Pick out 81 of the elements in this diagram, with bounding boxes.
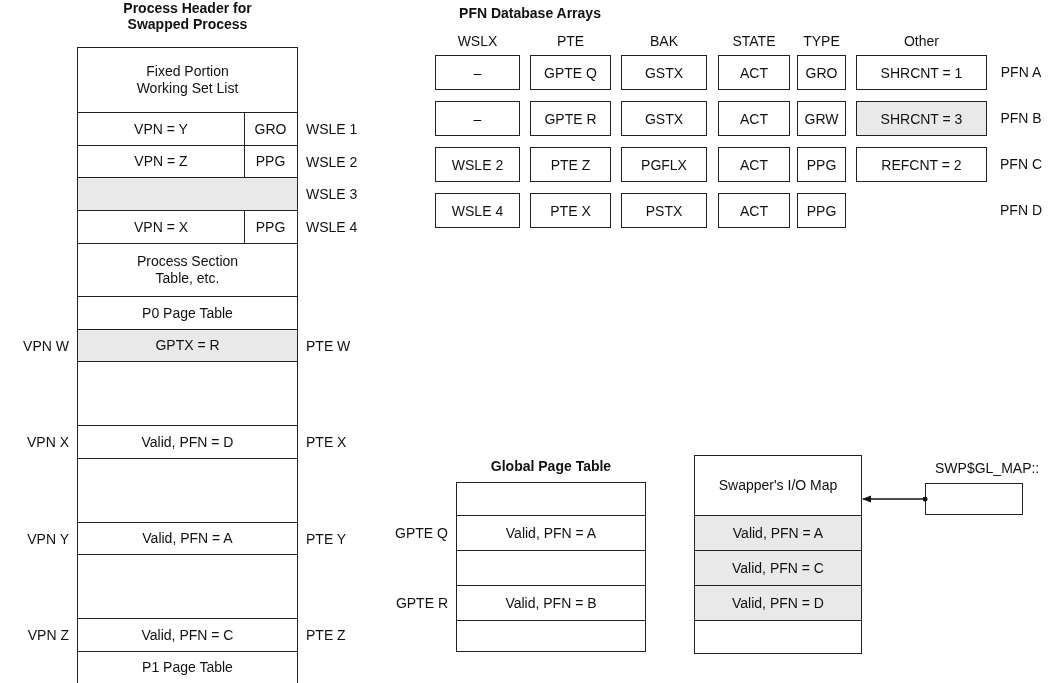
array-cell: PSTX [621, 193, 707, 228]
array-cell: PTE X [530, 193, 611, 228]
row-label: PTE Y [306, 529, 347, 548]
field-value: VPN = X [132, 217, 190, 237]
row-label: PFN D [999, 201, 1043, 219]
table-title: Process Header for Swapped Process [122, 0, 253, 35]
table-row: Valid, PFN = A [456, 515, 646, 552]
table-row: Swapper's I/O Map [694, 455, 862, 517]
array-cell: PPG [797, 147, 846, 182]
array-cell: REFCNT = 2 [856, 147, 987, 182]
array-cell: GSTX [621, 101, 707, 136]
array-cell: PPG [797, 193, 846, 228]
table-row [77, 145, 298, 179]
table-row: GPTX = R [77, 329, 298, 363]
array-cell: WSLE 2 [435, 147, 520, 182]
array-cell: GRW [797, 101, 846, 136]
row-label: PTE W [306, 336, 351, 355]
table-row: Valid, PFN = D [77, 425, 298, 460]
row-label: WSLE 3 [306, 185, 358, 204]
table-row: Valid, PFN = B [456, 585, 646, 622]
row-label: GPTE R [395, 594, 448, 613]
row-label: VPN Y [27, 529, 69, 548]
table-row [77, 210, 298, 245]
row-label: VPN X [27, 433, 69, 452]
table-title: Global Page Table [489, 458, 613, 476]
row-label: SWP$GL_MAP:: [935, 459, 1040, 477]
column-header: WSLX [456, 32, 499, 50]
table-row: Valid, PFN = A [77, 522, 298, 556]
column-header: PTE [555, 32, 586, 50]
array-cell: GPTE R [530, 101, 611, 136]
array-cell: WSLE 4 [435, 193, 520, 228]
array-cell: – [435, 101, 520, 136]
pointer-box [925, 483, 1023, 515]
row-label: PFN A [999, 63, 1043, 81]
row-label: WSLE 1 [306, 120, 358, 139]
row-label: PFN C [999, 155, 1043, 173]
empty-row [77, 361, 298, 427]
array-cell: ACT [718, 147, 790, 182]
row-label: PFN B [999, 109, 1043, 127]
array-cell: ACT [718, 101, 790, 136]
row-label: PTE Z [306, 626, 346, 645]
table-row: Valid, PFN = A [694, 515, 862, 552]
table-row: Valid, PFN = C [694, 550, 862, 587]
array-cell: GRO [797, 55, 846, 90]
row-label: PTE X [306, 433, 347, 452]
empty-row [77, 554, 298, 620]
row-label: VPN W [23, 336, 69, 355]
row-label: VPN Z [27, 626, 69, 645]
table-row [77, 112, 298, 147]
array-cell: SHRCNT = 3 [856, 101, 987, 136]
array-cell: SHRCNT = 1 [856, 55, 987, 90]
empty-row [456, 620, 646, 652]
column-header: STATE [731, 32, 777, 50]
table-row: P1 Page Table [77, 651, 298, 683]
array-cell: PGFLX [621, 147, 707, 182]
column-header: BAK [649, 32, 679, 50]
row-label: WSLE 4 [306, 218, 358, 237]
table-row: P0 Page Table [77, 296, 298, 331]
array-cell: GSTX [621, 55, 707, 90]
row-label: GPTE Q [395, 524, 448, 543]
empty-row [456, 550, 646, 587]
section-title: PFN Database Arrays [458, 4, 602, 22]
table-row: Fixed Portion Working Set List [77, 47, 298, 114]
empty-row [77, 458, 298, 524]
row-label: WSLE 2 [306, 152, 358, 171]
pointer-arrow [862, 495, 928, 503]
column-header: Other [903, 32, 940, 50]
array-cell: GPTE Q [530, 55, 611, 90]
array-cell: PTE Z [530, 147, 611, 182]
table-row: Process Section Table, etc. [77, 243, 298, 298]
empty-row [456, 482, 646, 517]
field-value: VPN = Z [133, 152, 189, 171]
table-row: Valid, PFN = C [77, 618, 298, 653]
array-cell: ACT [718, 193, 790, 228]
empty-row [694, 620, 862, 654]
table-row: Valid, PFN = D [694, 585, 862, 622]
field-value: VPN = Y [133, 119, 189, 139]
empty-row [77, 177, 298, 212]
array-cell: – [435, 55, 520, 90]
column-header: TYPE [802, 32, 841, 50]
array-cell: ACT [718, 55, 790, 90]
